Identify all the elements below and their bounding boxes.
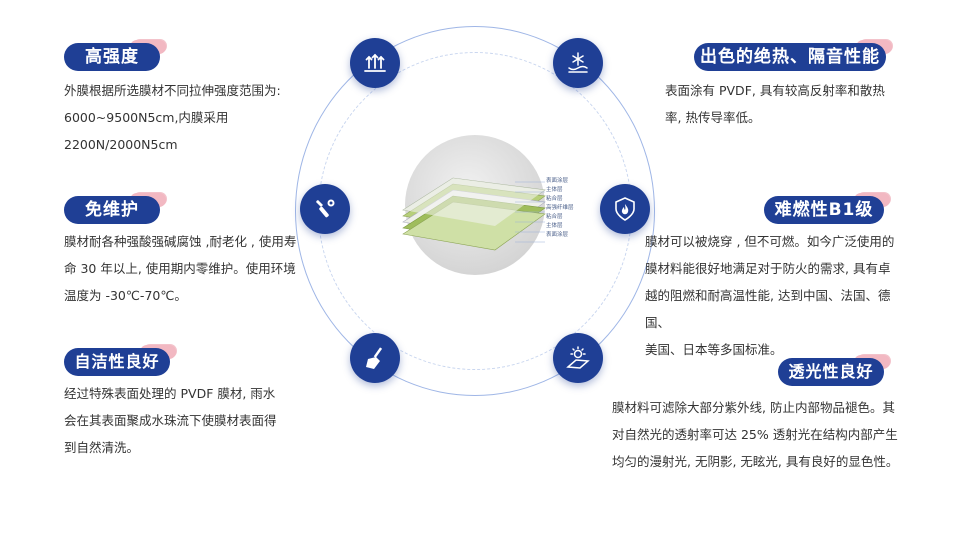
membrane-layers-illustration <box>402 177 546 251</box>
feature-desc-insulation: 表面涂有 PVDF, 具有较高反射率和散热 率, 热传导率低。 <box>665 83 885 125</box>
feature-title-flame-retardant: 难燃性B1级 <box>764 192 891 224</box>
wrench-tools-icon <box>300 184 350 234</box>
feature-title-light-transmission: 透光性良好 <box>778 354 891 386</box>
broom-icon <box>350 333 400 383</box>
layer-label: 主体层 <box>546 223 563 229</box>
feature-title-insulation: 出色的绝热、隔音性能 <box>694 39 893 71</box>
feature-title-maintenance-free: 免维护 <box>64 192 167 224</box>
snowflake-insulation-icon <box>553 38 603 88</box>
layer-label: 主体层 <box>546 187 563 193</box>
layer-label: 表面涂层 <box>546 232 569 238</box>
layer-label: 粘合层 <box>546 196 563 202</box>
strength-arrows-icon <box>350 38 400 88</box>
outer-ring <box>295 26 655 396</box>
feature-desc-self-cleaning: 经过特殊表面处理的 PVDF 膜材, 雨水 会在其表面聚成水珠流下使膜材表面得 … <box>64 386 277 455</box>
feature-desc-high-strength: 外膜根据所选膜材不同拉伸强度范围为: 6000~9500N5cm,内膜采用 22… <box>64 83 281 152</box>
feature-title-high-strength: 高强度 <box>64 39 167 71</box>
feature-desc-flame-retardant: 膜材可以被烧穿 , 但不可燃。如今广泛使用的 膜材料能很好地满足对于防火的需求,… <box>645 234 895 357</box>
sun-light-icon <box>553 333 603 383</box>
layer-label: 粘合层 <box>546 214 563 220</box>
flame-shield-icon <box>600 184 650 234</box>
layer-label: 高强纤维层 <box>546 205 574 211</box>
feature-desc-maintenance-free: 膜材耐各种强酸强碱腐蚀 ,耐老化 , 使用寿 命 30 年以上, 使用期内零维护… <box>64 234 297 303</box>
feature-title-self-cleaning: 自洁性良好 <box>64 344 177 376</box>
layer-label: 表面涂层 <box>546 178 569 184</box>
feature-desc-light-transmission: 膜材料可滤除大部分紫外线, 防止内部物品褪色。其 对自然光的透射率可达 25% … <box>612 400 899 469</box>
